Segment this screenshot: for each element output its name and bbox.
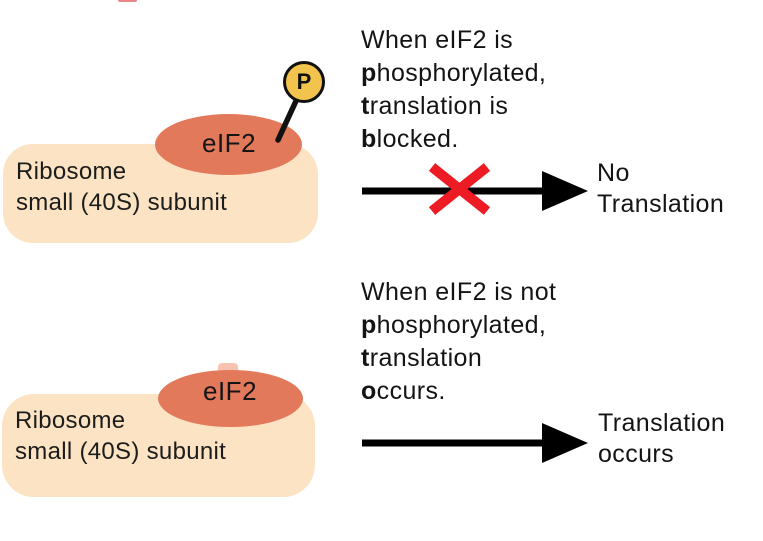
annotation-line: occurs. bbox=[361, 377, 446, 405]
ribosome-label-line1: Ribosome bbox=[16, 158, 127, 185]
annotation-line: When eIF2 is bbox=[361, 26, 514, 54]
result-translation-occurs: Translation occurs bbox=[598, 408, 725, 470]
result-line: Translation bbox=[597, 190, 725, 218]
result-line: Translation bbox=[598, 409, 726, 437]
annotation-phosphorylated: When eIF2 is phosphorylated, translation… bbox=[361, 24, 546, 156]
phosphate-label: P bbox=[296, 69, 312, 94]
ribosome-label: Ribosome small (40S) subunit bbox=[16, 156, 227, 218]
annotation-line: phosphorylated, bbox=[361, 311, 547, 339]
annotation-line: translation bbox=[361, 344, 483, 372]
blocked-arrow-with-x-icon bbox=[362, 163, 588, 215]
eif2-protein-shape bbox=[155, 114, 302, 175]
annotation-line: translation is bbox=[361, 92, 509, 120]
eif2-label: eIF2 bbox=[202, 128, 257, 158]
phosphate-bond-line bbox=[275, 98, 299, 143]
eif2-label: eIF2 bbox=[203, 376, 258, 406]
ribosome-label: Ribosome small (40S) subunit bbox=[15, 405, 226, 467]
red-x-stroke bbox=[428, 163, 491, 215]
bond-line bbox=[275, 98, 299, 143]
annotation-line: blocked. bbox=[361, 125, 459, 153]
result-line: No bbox=[597, 159, 630, 187]
translation-arrow-icon bbox=[362, 423, 588, 463]
eif2-protein-shape bbox=[158, 370, 303, 427]
annotation-line: phosphorylated, bbox=[361, 59, 547, 87]
phosphate-icon: P bbox=[283, 61, 325, 103]
result-line: occurs bbox=[598, 440, 675, 468]
annotation-not-phosphorylated: When eIF2 is not phosphorylated, transla… bbox=[361, 276, 556, 408]
ribosome-label-line2: small (40S) subunit bbox=[15, 438, 227, 465]
arrow-head bbox=[542, 423, 588, 463]
annotation-line: When eIF2 is not bbox=[361, 278, 557, 306]
arrow-head bbox=[542, 171, 588, 211]
ribosome-label-line1: Ribosome bbox=[15, 407, 126, 434]
ribosome-label-line2: small (40S) subunit bbox=[16, 189, 228, 216]
cropped-red-fragment bbox=[118, 0, 137, 2]
result-no-translation: No Translation bbox=[597, 158, 724, 220]
